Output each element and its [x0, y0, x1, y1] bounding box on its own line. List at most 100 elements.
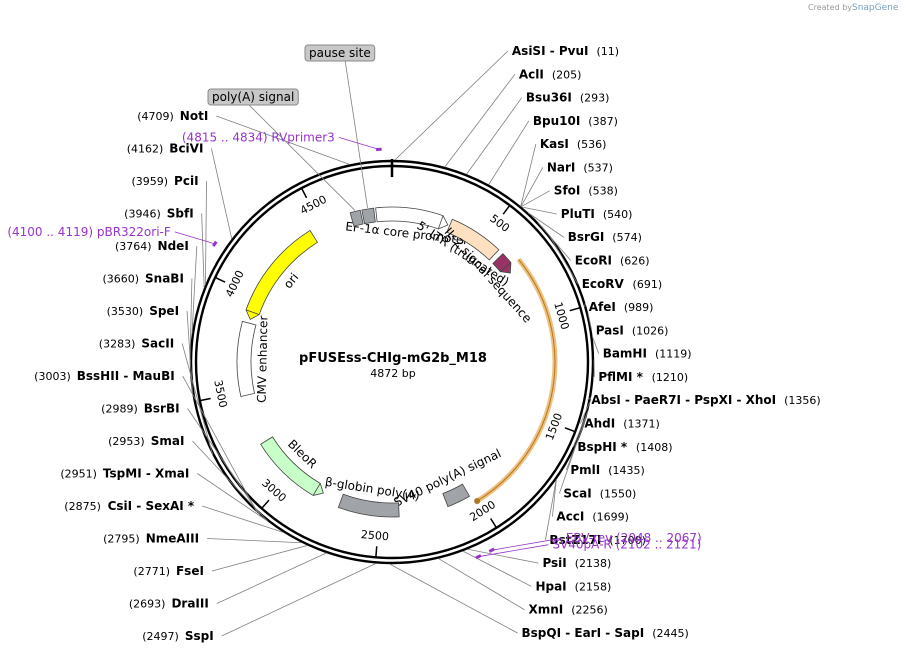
site-position: (1435): [608, 464, 645, 477]
primer-name: pBR322ori-F: [97, 225, 171, 239]
site-label[interactable]: BspQI - EarI - SapI(2445): [522, 626, 689, 640]
site-leader: [389, 563, 518, 634]
site-position: (540): [603, 208, 633, 221]
site-position: (1700): [609, 534, 646, 547]
site-label[interactable]: NdeI(3764): [115, 239, 189, 253]
site-label[interactable]: AhdI(1371): [584, 416, 659, 430]
site-name-extra: - XhoI: [732, 393, 776, 407]
site-label[interactable]: AclI(205): [519, 67, 582, 81]
primer-range: (4100 .. 4119): [7, 225, 97, 239]
site-name: KasI: [540, 137, 569, 151]
primer-sv40pa-r[interactable]: SV40pA-R (2102 .. 2121): [475, 538, 701, 560]
site-label[interactable]: SpeI(3530): [107, 304, 179, 318]
site-label[interactable]: DraIII(2693): [129, 597, 209, 611]
tick-mark: [502, 204, 511, 215]
site-position: (1371): [623, 417, 660, 430]
site-label[interactable]: AfeI(989): [589, 300, 654, 314]
site-label[interactable]: SnaBI(3660): [102, 272, 183, 286]
site-label[interactable]: BsrBI(2989): [101, 402, 179, 416]
site-name-main: BssHII: [77, 369, 119, 383]
site-name-main: AsiSI: [512, 44, 546, 58]
site-label[interactable]: PasI(1026): [596, 323, 669, 337]
credit: Created by SnapGene: [808, 3, 899, 13]
site-label[interactable]: PciI(3959): [131, 174, 198, 188]
site-name: Bpu10I: [533, 114, 580, 128]
feature-callout[interactable]: pause site: [304, 44, 376, 208]
site-label[interactable]: NarI(537): [547, 160, 613, 174]
site-name: TspMI - XmaI: [103, 467, 189, 481]
site-leader: [205, 180, 207, 285]
site-leader: [488, 120, 530, 185]
site-label[interactable]: ScaI(1550): [563, 486, 636, 500]
site-label[interactable]: EcoRV(691): [582, 277, 662, 291]
site-label[interactable]: Bsu36I(293): [526, 91, 610, 105]
site-label[interactable]: EcoRI(626): [575, 254, 650, 268]
site-name-main: Bsu36I: [526, 91, 572, 105]
site-label[interactable]: TspMI - XmaI(2951): [60, 467, 189, 481]
orf-arc-core: [476, 259, 556, 502]
site-name: EcoRV: [582, 277, 625, 291]
site-name-extra: - PvuI: [546, 44, 589, 58]
feature-bglobin-shape: [337, 493, 400, 518]
feature-cmv-shape: [236, 320, 257, 397]
site-label[interactable]: Bpu10I(387): [533, 114, 618, 128]
site-name-main: NdeI: [158, 239, 189, 253]
site-label[interactable]: SacII(3283): [99, 337, 174, 351]
feature-ori[interactable]: ori: [245, 229, 318, 321]
site-label[interactable]: CsiI - SexAI *(2875): [64, 499, 195, 513]
tick-mark: [564, 427, 576, 433]
primer-ebv-rev[interactable]: EBV-rev (2048 .. 2067): [488, 531, 702, 553]
site-position: (2795): [103, 533, 140, 546]
primer-name: EBV-rev: [566, 531, 616, 545]
site-label[interactable]: SbfI(3946): [124, 207, 194, 221]
site-label[interactable]: PmlI(1435): [570, 463, 644, 477]
primer-leader: [338, 137, 379, 150]
site-position: (1210): [652, 371, 689, 384]
site-name-main: BamHI: [603, 347, 647, 361]
tick-label: 2000: [467, 498, 498, 524]
site-name-main: AclI: [519, 67, 544, 81]
site-label[interactable]: AsiSI - PvuI(11): [512, 44, 619, 58]
site-label[interactable]: PflMI *(1210): [598, 370, 688, 384]
site-label[interactable]: SspI(2497): [142, 629, 213, 643]
site-name-main: BciVI: [169, 142, 203, 156]
site-label[interactable]: SfoI(538): [554, 184, 618, 198]
feature-ori-shape: [245, 229, 318, 321]
site-label[interactable]: BamHI(1119): [603, 347, 692, 361]
site-label[interactable]: KasI(536): [540, 137, 607, 151]
primer-rvprimer3[interactable]: (4815 .. 4834) RVprimer3: [182, 130, 382, 152]
site-label[interactable]: PsiI(2138): [542, 556, 611, 570]
site-position: (1026): [632, 324, 669, 337]
site-label[interactable]: SmaI(2953): [108, 434, 184, 448]
feature-bglobin[interactable]: β-globin poly(A): [324, 475, 421, 518]
site-leader: [521, 206, 557, 215]
callout-leader: [247, 103, 356, 211]
site-label[interactable]: HpaI(2158): [535, 579, 611, 593]
primer-pbr322ori-f[interactable]: (4100 .. 4119) pBR322ori-F: [7, 225, 218, 247]
site-name: BsrBI: [144, 402, 180, 416]
feature-callout[interactable]: poly(A) signal: [207, 88, 356, 211]
tick-label: 3000: [259, 476, 289, 504]
site-leader: [438, 558, 525, 611]
site-leader: [211, 545, 308, 572]
site-label[interactable]: NmeAIII(2795): [103, 532, 199, 546]
site-label[interactable]: AccI(1699): [556, 510, 629, 524]
feature-cmv[interactable]: CMV enhancer: [236, 315, 270, 403]
site-label[interactable]: XmnI(2256): [528, 603, 607, 617]
site-label[interactable]: BciVI(4162): [127, 142, 204, 156]
feature-polyasig[interactable]: [349, 209, 364, 227]
site-label[interactable]: AbsI - PaeR7I - PspXI - XhoI(1356): [591, 393, 820, 407]
site-label[interactable]: BsrGI(574): [568, 230, 642, 244]
site-label[interactable]: PluTI(540): [561, 207, 633, 221]
primer-label: (4815 .. 4834) RVprimer3: [182, 130, 335, 144]
site-label[interactable]: FseI(2771): [133, 564, 204, 578]
site-leader: [573, 410, 589, 447]
site-label[interactable]: NotI(4709): [137, 109, 208, 123]
site-leader: [221, 563, 377, 637]
site-label[interactable]: BstZ17I(1700): [549, 533, 645, 547]
callout-box: [207, 88, 299, 106]
feature-pause[interactable]: [361, 207, 376, 225]
site-label[interactable]: BspHI *(1408): [577, 440, 672, 454]
site-label[interactable]: BssHII - MauBI(3003): [34, 369, 175, 383]
